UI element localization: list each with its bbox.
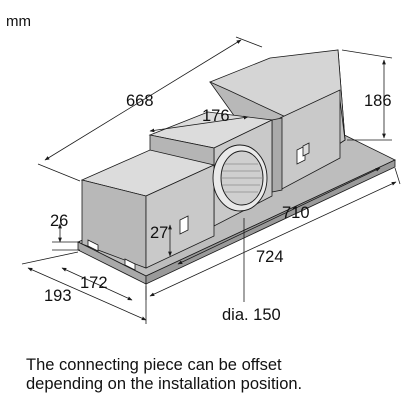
dim-inner-length: 710 bbox=[282, 204, 310, 222]
caption-line-1: The connecting piece can be offset bbox=[26, 356, 282, 374]
right-housing-box bbox=[208, 49, 346, 193]
dim-bracket-height-right: 27 bbox=[150, 224, 168, 242]
dim-depth-inner: 172 bbox=[80, 274, 108, 292]
dim-center-box-width: 176 bbox=[202, 107, 230, 125]
dim-height: 186 bbox=[364, 92, 392, 110]
dim-bracket-height-left: 26 bbox=[50, 212, 68, 230]
caption: The connecting piece can be offset depen… bbox=[26, 356, 406, 394]
dim-outer-length: 724 bbox=[256, 248, 284, 266]
dim-overall-length: 668 bbox=[126, 92, 154, 110]
connector-ring bbox=[212, 144, 268, 212]
caption-line-2: depending on the installation position. bbox=[26, 375, 303, 393]
unit-label: mm bbox=[6, 13, 31, 30]
dim-connector-diameter: dia. 150 bbox=[222, 306, 281, 324]
dim-depth-outer: 193 bbox=[44, 287, 72, 305]
dimension-lines bbox=[21, 36, 401, 324]
